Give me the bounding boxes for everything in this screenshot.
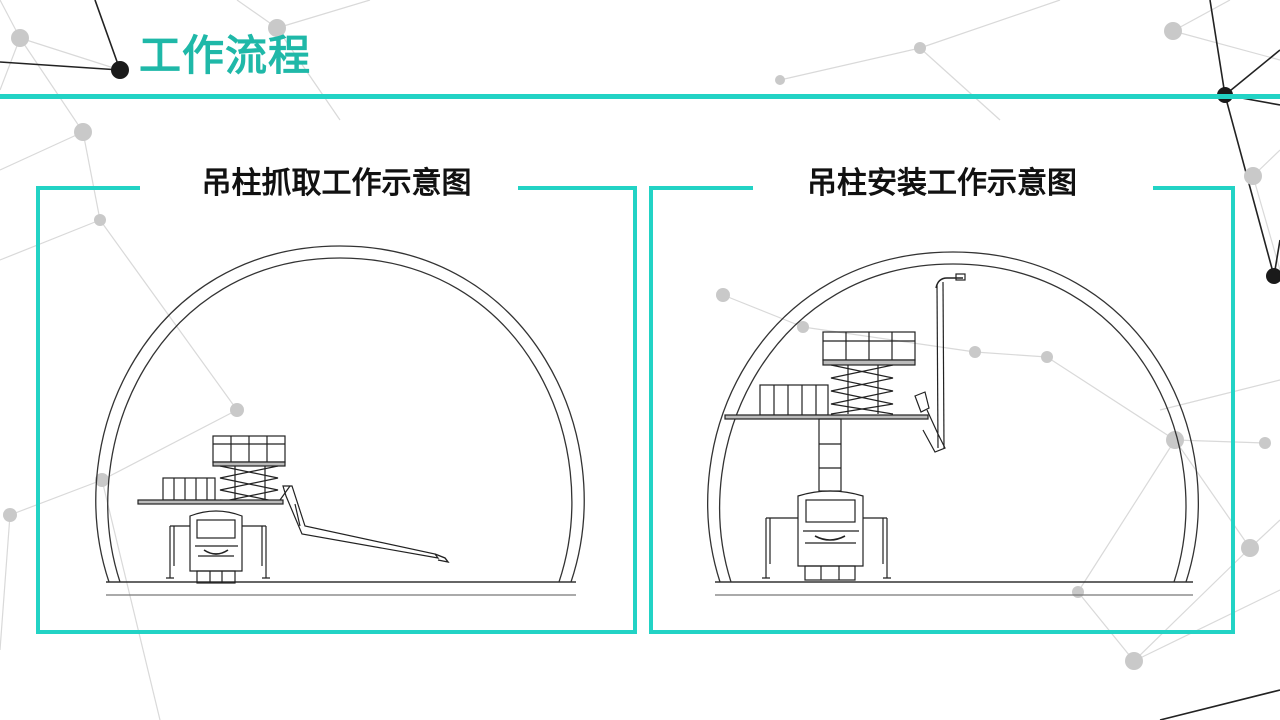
panel-border-top-left — [649, 186, 753, 190]
tunnel-arch-inner — [719, 263, 1187, 583]
tunnel-arch-outer — [95, 245, 585, 583]
tunnel-arch-inner — [107, 257, 573, 583]
panel-install: 吊柱安装工作示意图 — [649, 166, 1235, 634]
tunnel-arch-outer — [707, 251, 1199, 583]
panel-title: 吊柱抓取工作示意图 — [201, 166, 472, 201]
scissor-lift-truck — [137, 435, 450, 584]
panel-title: 吊柱安装工作示意图 — [807, 166, 1077, 201]
panel-border-top-right — [1153, 186, 1235, 190]
panel-grab: 吊柱抓取工作示意图 — [36, 166, 637, 634]
panel-border-top-left — [36, 186, 140, 190]
panel-border-top-right — [518, 186, 637, 190]
grab-diagram — [95, 245, 585, 596]
scissor-lift-truck — [724, 273, 966, 581]
install-diagram — [707, 251, 1199, 596]
title-underline — [0, 94, 1280, 99]
page-title: 工作流程 — [139, 31, 312, 80]
